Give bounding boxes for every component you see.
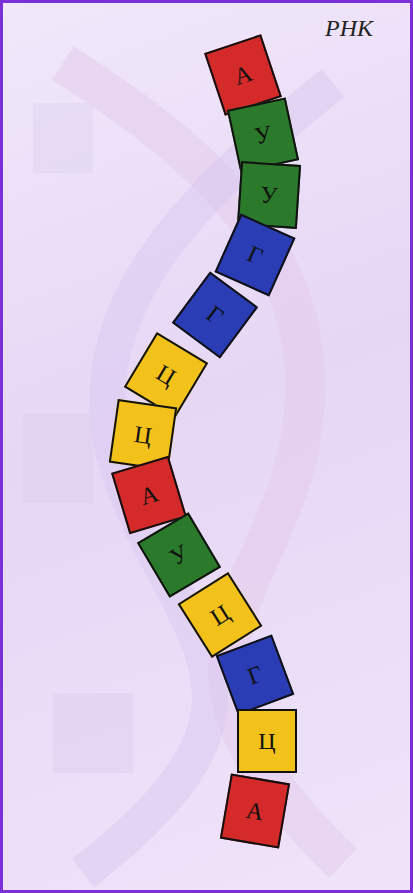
nucleotide-letter: А xyxy=(231,61,255,89)
nucleotide-letter: У xyxy=(260,182,279,207)
nucleotide-letter: Г xyxy=(244,241,266,269)
nucleotide-letter: Ц xyxy=(133,422,154,448)
nucleotide-letter: А xyxy=(244,798,265,825)
nucleotide-letter: У xyxy=(166,540,193,569)
nucleotide-letter: Г xyxy=(244,661,265,688)
background-swirls xyxy=(3,3,410,890)
nucleotide-segment: Ц xyxy=(237,709,297,773)
nucleotide-letter: У xyxy=(252,121,274,148)
nucleotide-letter: Ц xyxy=(206,600,233,630)
nucleotide-letter: Г xyxy=(202,301,227,329)
nucleotide-segment: А xyxy=(220,773,290,848)
nucleotide-letter: Ц xyxy=(152,360,179,390)
nucleotide-letter: А xyxy=(137,481,161,509)
title: РНК xyxy=(325,15,373,42)
nucleotide-letter: Ц xyxy=(258,729,275,753)
